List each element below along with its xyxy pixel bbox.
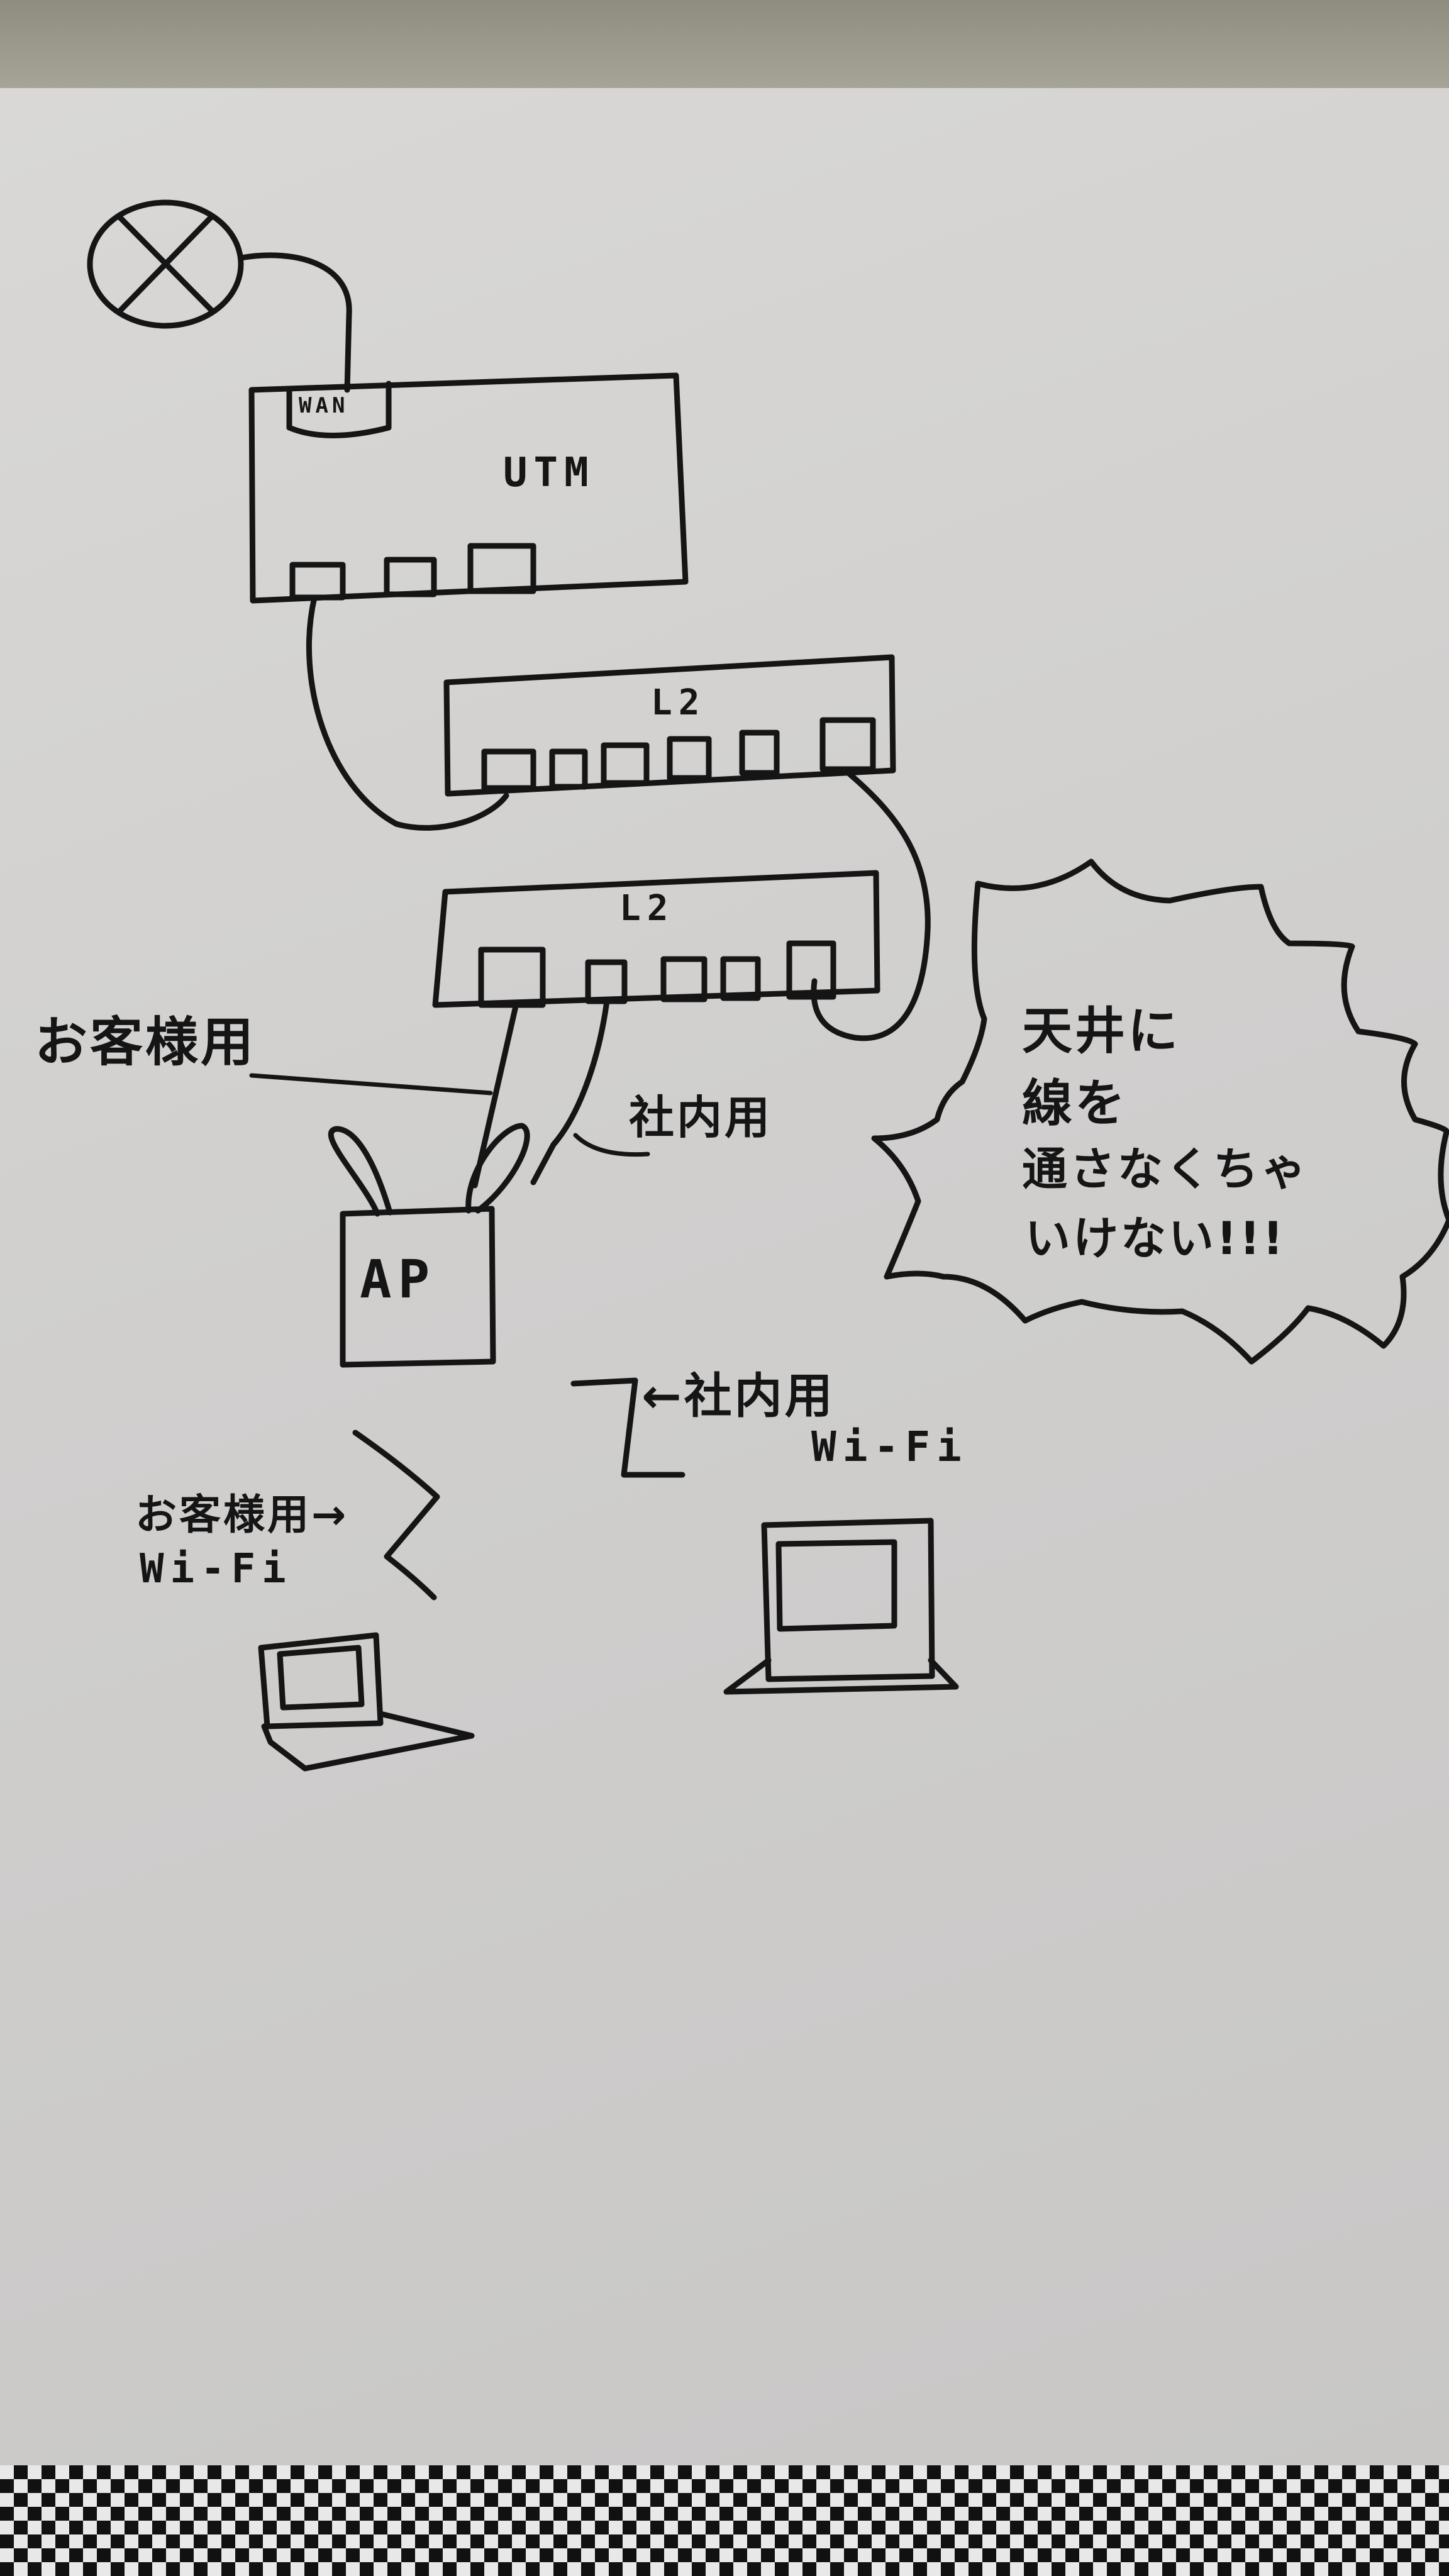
pointer-guest-use <box>249 1073 493 1096</box>
ceiling-note-line4: いけない!!! <box>1025 1212 1286 1265</box>
internal-wifi-signal-icon <box>570 1377 686 1478</box>
guest-laptop-icon <box>258 1632 475 1772</box>
access-point-icon <box>328 1123 530 1368</box>
pointer-internal-use <box>573 1133 650 1157</box>
guest-wifi-signal-icon <box>352 1430 440 1601</box>
internal-wifi-label-line2: Wi-Fi <box>811 1423 968 1471</box>
internet-globe-icon <box>87 199 244 329</box>
internal-laptop-icon <box>723 1518 959 1695</box>
cable-internet-wan <box>238 252 352 393</box>
background-top <box>0 0 1449 94</box>
l2-switch-top <box>443 654 896 797</box>
paper-sheet <box>0 88 1449 2465</box>
guest-wifi-label-line2: Wi-Fi <box>140 1546 292 1592</box>
internal-use-label: 社内用 <box>629 1091 773 1144</box>
guest-use-label: お客様用 <box>35 1011 257 1073</box>
ceiling-note-line3: 通さなくちゃ <box>1022 1143 1309 1196</box>
guest-wifi-label-line1: お客様用→ <box>135 1491 349 1539</box>
wan-label: WAN <box>299 393 349 418</box>
cable-utm-l2-top <box>306 594 509 831</box>
l2-bottom-label: L2 <box>619 888 675 929</box>
background-cloth <box>0 2465 1449 2576</box>
ceiling-note-line2: 線を <box>1022 1074 1128 1133</box>
l2-top-label: L2 <box>651 682 706 723</box>
internal-wifi-label-line1: ←社内用 <box>641 1368 835 1424</box>
utm-device <box>248 372 689 604</box>
speech-bubble-shape <box>871 858 1449 1365</box>
ceiling-note-line1: 天井に <box>1022 1002 1180 1060</box>
cable-l2-top-l2-bottom <box>811 770 931 1041</box>
l2-switch-bottom <box>432 870 880 1008</box>
cable-guest-ap <box>472 1003 519 1189</box>
utm-label: UTM <box>503 450 595 496</box>
ap-label: AP <box>360 1248 436 1310</box>
cable-internal-ap <box>530 998 610 1185</box>
